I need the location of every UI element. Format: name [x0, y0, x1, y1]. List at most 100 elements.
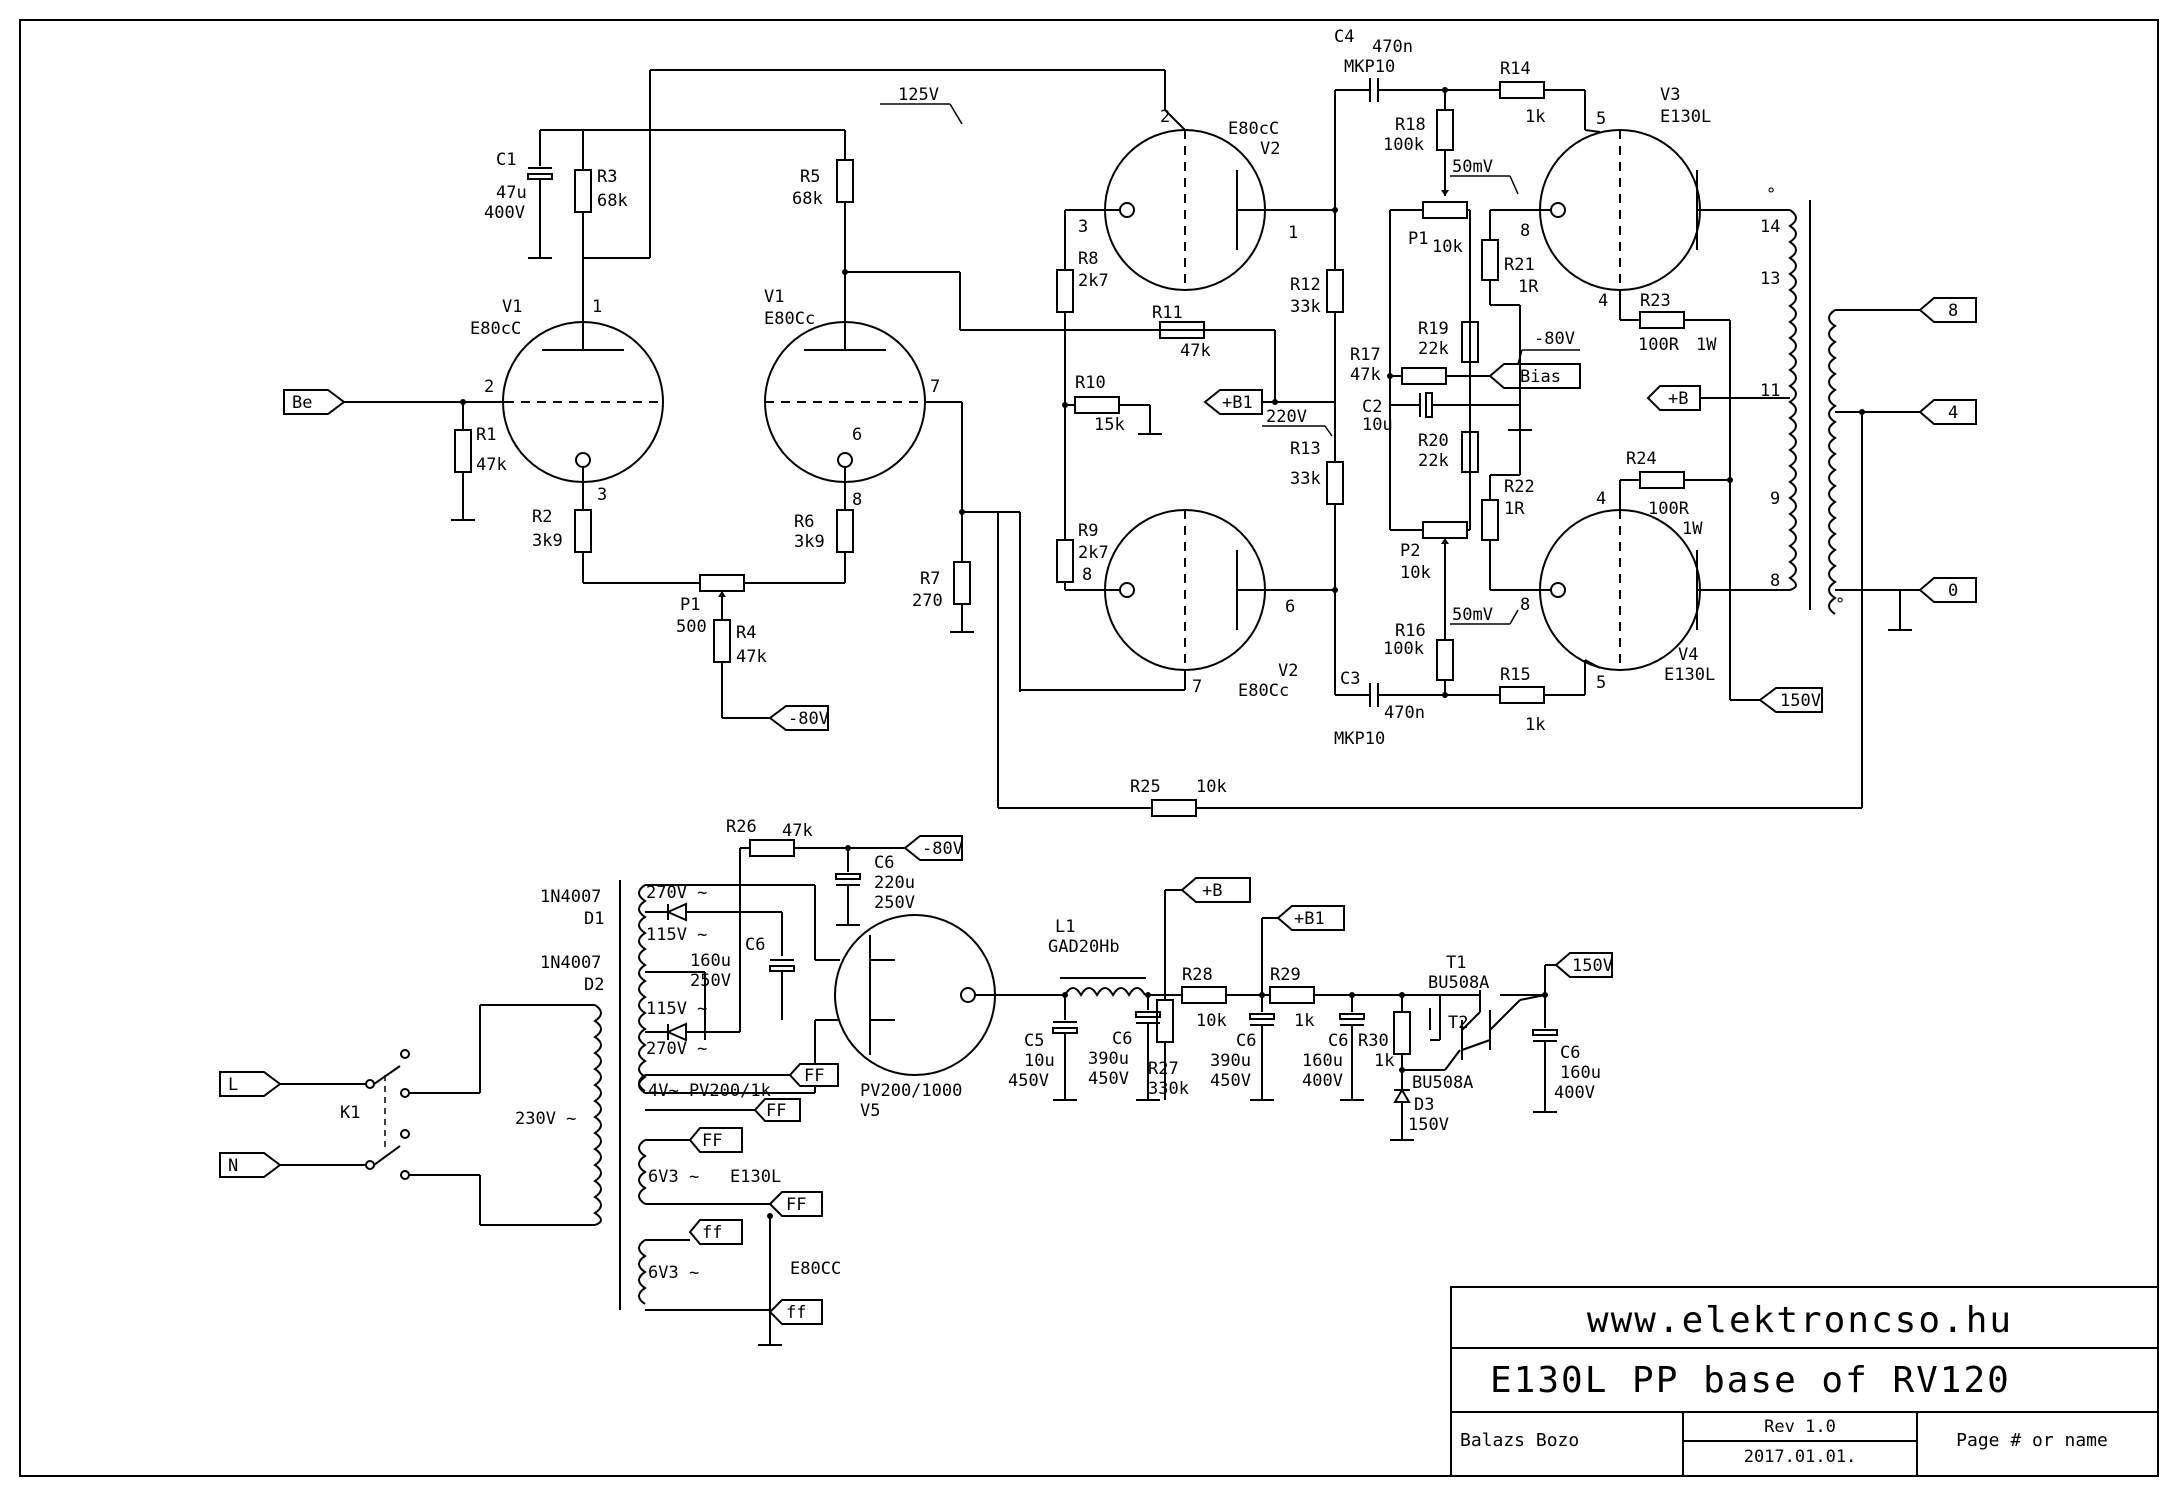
resistor-r7 — [953, 561, 971, 605]
ff-port-5 — [688, 1219, 743, 1245]
label-220v: 220V — [1266, 407, 1307, 427]
choke-l1 — [1064, 987, 1146, 998]
svg-text:6: 6 — [1285, 597, 1295, 617]
v1b-type: E80Cc — [764, 309, 815, 329]
resistor-r9 — [1056, 539, 1074, 583]
svg-text:6V3 ~: 6V3 ~ — [648, 1167, 699, 1187]
svg-text:R26: R26 — [726, 817, 757, 837]
svg-text:-80V: -80V — [788, 709, 829, 729]
svg-text:8: 8 — [852, 490, 862, 510]
svg-text:1N4007: 1N4007 — [540, 953, 601, 973]
svg-text:R27: R27 — [1148, 1059, 1179, 1079]
svg-text:115V ~: 115V ~ — [646, 925, 707, 945]
svg-text:L1: L1 — [1055, 917, 1075, 937]
v5-name: V5 — [860, 1101, 880, 1121]
svg-text:150V: 150V — [1408, 1115, 1449, 1135]
svg-text:500: 500 — [676, 617, 707, 637]
svg-text:22k: 22k — [1418, 451, 1449, 471]
svg-text:R22: R22 — [1504, 477, 1535, 497]
resistor-r1 — [454, 429, 472, 473]
svg-text:T1: T1 — [1446, 953, 1466, 973]
svg-text:160u: 160u — [1302, 1051, 1343, 1071]
resistor-r23 — [1639, 311, 1685, 329]
svg-text:68k: 68k — [597, 191, 628, 211]
svg-text:R16: R16 — [1395, 621, 1426, 641]
svg-text:R11: R11 — [1152, 303, 1183, 323]
svg-text:100k: 100k — [1383, 135, 1424, 155]
website-text: www.elektroncso.hu — [1587, 1300, 2013, 1341]
resistor-r2 — [574, 509, 592, 553]
neg80-port-psu — [903, 835, 963, 861]
svg-text:MKP10: MKP10 — [1334, 729, 1385, 749]
author-name: Balazs Bozo — [1460, 1430, 1579, 1451]
diode-d2 — [665, 1022, 687, 1042]
ff-port-6 — [768, 1299, 823, 1325]
out-port-0 — [1918, 577, 1977, 603]
svg-text:10u: 10u — [1362, 415, 1393, 435]
svg-text:2: 2 — [1160, 107, 1170, 127]
svg-text:390u: 390u — [1088, 1049, 1129, 1069]
svg-text:E130L: E130L — [730, 1167, 781, 1187]
be-port — [283, 389, 346, 415]
b1-port-psu — [1276, 905, 1345, 931]
svg-text:100k: 100k — [1383, 639, 1424, 659]
svg-text:100R: 100R — [1638, 335, 1680, 355]
svg-text:150V: 150V — [1780, 691, 1821, 711]
resistor-r26 — [749, 839, 795, 857]
capacitor-c6-390u-a — [1135, 1011, 1161, 1018]
svg-text:R30: R30 — [1358, 1031, 1389, 1051]
page-name: Page # or name — [1956, 1430, 2108, 1451]
svg-text:R4: R4 — [736, 623, 756, 643]
svg-text:15k: 15k — [1094, 415, 1125, 435]
resistor-r17 — [1401, 367, 1447, 385]
svg-text:R2: R2 — [532, 507, 552, 527]
v5-type: PV200/1000 — [860, 1081, 962, 1101]
svg-text:8: 8 — [1082, 565, 1092, 585]
svg-text:47k: 47k — [736, 647, 767, 667]
svg-text:P1: P1 — [1408, 229, 1428, 249]
capacitor-c6-160u-e — [1339, 1013, 1365, 1020]
svg-text:450V: 450V — [1088, 1069, 1129, 1089]
svg-text:1W: 1W — [1696, 335, 1717, 355]
n-port — [219, 1152, 282, 1178]
mains-primary — [593, 1004, 602, 1226]
resistor-r18 — [1436, 109, 1454, 151]
svg-text:100R: 100R — [1648, 499, 1690, 519]
svg-text:L: L — [228, 1075, 238, 1095]
svg-text:13: 13 — [1760, 269, 1780, 289]
svg-text:C6: C6 — [1560, 1043, 1580, 1063]
svg-text:1R: 1R — [1504, 499, 1525, 519]
svg-text:+B1: +B1 — [1294, 909, 1325, 929]
resistor-r12 — [1326, 269, 1344, 313]
ff-port-3 — [688, 1127, 743, 1153]
resistor-r27 — [1156, 999, 1174, 1043]
svg-text:270V ~: 270V ~ — [646, 883, 707, 903]
svg-text:R7: R7 — [920, 569, 940, 589]
label-125v: 125V — [898, 85, 939, 105]
svg-text:450V: 450V — [1008, 1071, 1049, 1091]
svg-text:115V ~: 115V ~ — [646, 999, 707, 1019]
capacitor-c6-160u-f — [1532, 1029, 1558, 1036]
svg-text:R12: R12 — [1290, 275, 1321, 295]
heater-6v3-e80cc — [638, 1239, 647, 1305]
v150-port-psu — [1554, 952, 1613, 978]
capacitor-c6-390u-b — [1249, 1013, 1275, 1020]
svg-text:R10: R10 — [1075, 373, 1106, 393]
zener-d3 — [1393, 1088, 1411, 1103]
resistor-r16 — [1436, 639, 1454, 681]
resistor-r6 — [836, 509, 854, 553]
svg-text:2k7: 2k7 — [1078, 271, 1109, 291]
svg-text:330k: 330k — [1148, 1079, 1189, 1099]
svg-text:ff: ff — [702, 1223, 722, 1243]
capacitor-c1 — [527, 173, 553, 180]
resistor-r24 — [1639, 471, 1685, 489]
svg-text:150V: 150V — [1572, 956, 1613, 976]
heater-4v — [638, 1074, 646, 1092]
svg-text:1: 1 — [1288, 223, 1298, 243]
svg-text:1k: 1k — [1525, 715, 1545, 735]
svg-text:R15: R15 — [1500, 665, 1531, 685]
svg-text:FF: FF — [804, 1066, 824, 1086]
svg-text:BU508A: BU508A — [1428, 973, 1489, 993]
